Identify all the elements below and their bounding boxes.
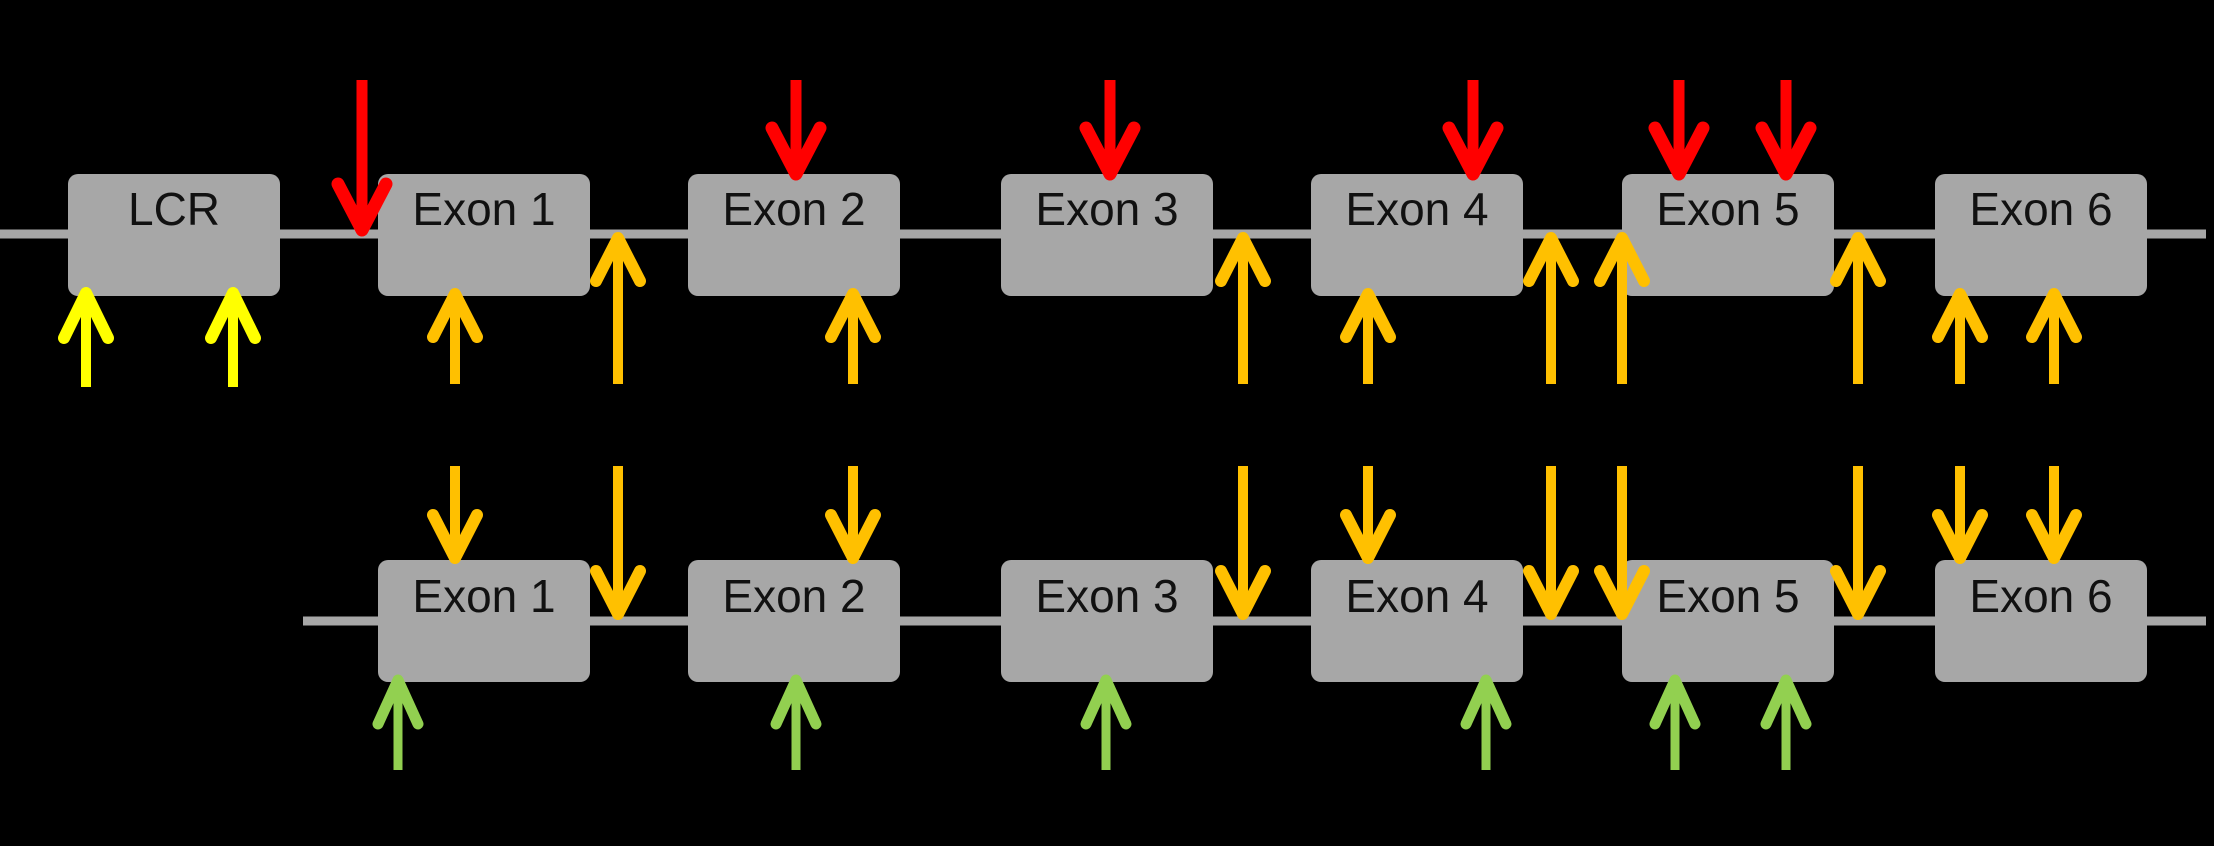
gold-down-arrow bbox=[825, 466, 881, 564]
exon-5-box-top bbox=[1622, 174, 1834, 296]
exon-2-label-top: Exon 2 bbox=[722, 183, 865, 235]
gold-up-arrow bbox=[825, 288, 881, 384]
exon-4-box-bottom bbox=[1311, 560, 1523, 682]
gold-up-arrow bbox=[1830, 232, 1886, 384]
exon-1-label-bottom: Exon 1 bbox=[412, 570, 555, 622]
gold-up-arrow bbox=[1523, 232, 1579, 384]
yellow-up-arrow bbox=[205, 287, 261, 387]
exon-4-label-top: Exon 4 bbox=[1345, 183, 1488, 235]
green-up-arrow bbox=[1460, 674, 1512, 770]
red-down-arrow bbox=[1442, 80, 1504, 181]
red-down-arrow bbox=[331, 80, 393, 237]
exon-3-label-bottom: Exon 3 bbox=[1035, 570, 1178, 622]
gold-down-arrow bbox=[1932, 466, 1988, 564]
exon-6-box-bottom bbox=[1935, 560, 2147, 682]
red-down-arrow bbox=[1648, 80, 1710, 181]
green-up-arrow bbox=[372, 674, 424, 770]
lcr-label-top: LCR bbox=[128, 183, 220, 235]
gold-down-arrow bbox=[2026, 466, 2082, 564]
exon-6-box-top bbox=[1935, 174, 2147, 296]
gold-down-arrow bbox=[1340, 466, 1396, 564]
green-up-arrow bbox=[1080, 674, 1132, 770]
green-up-arrow bbox=[1760, 674, 1812, 770]
exon-1-box-bottom bbox=[378, 560, 590, 682]
red-down-arrow bbox=[1755, 80, 1817, 181]
exon-5-box-bottom bbox=[1622, 560, 1834, 682]
gold-up-arrow bbox=[590, 232, 646, 384]
exon-1-box-top bbox=[378, 174, 590, 296]
gold-up-arrow bbox=[2026, 288, 2082, 384]
exon-2-label-bottom: Exon 2 bbox=[722, 570, 865, 622]
exon-4-box-top bbox=[1311, 174, 1523, 296]
gold-down-arrow bbox=[1830, 466, 1886, 620]
gold-down-arrow bbox=[1215, 466, 1271, 620]
exon-2-box-top bbox=[688, 174, 900, 296]
exon-3-label-top: Exon 3 bbox=[1035, 183, 1178, 235]
exon-5-label-top: Exon 5 bbox=[1656, 183, 1799, 235]
exon-6-label-top: Exon 6 bbox=[1969, 183, 2112, 235]
top-gene-row: LCR Exon 1 Exon 2 Exon 3 Exon 4 Exon 5 Exon 6 bbox=[0, 174, 2206, 296]
exon-6-label-bottom: Exon 6 bbox=[1969, 570, 2112, 622]
bottom-gene-row: Exon 1 Exon 2 Exon 3 Exon 4 Exon 5 Exon 6 bbox=[303, 560, 2206, 682]
gold-down-arrow bbox=[427, 466, 483, 564]
exon-3-box-bottom bbox=[1001, 560, 1213, 682]
exon-5-label-bottom: Exon 5 bbox=[1656, 570, 1799, 622]
yellow-up-arrow bbox=[58, 287, 114, 387]
exon-3-box-top bbox=[1001, 174, 1213, 296]
gold-up-arrow bbox=[1932, 288, 1988, 384]
red-down-arrow bbox=[1079, 80, 1141, 181]
gold-down-arrow bbox=[1523, 466, 1579, 620]
gold-down-arrow bbox=[1594, 466, 1650, 620]
gold-down-arrow bbox=[590, 466, 646, 620]
gold-up-arrow bbox=[427, 288, 483, 384]
exon-4-label-bottom: Exon 4 bbox=[1345, 570, 1488, 622]
lcr-box-top bbox=[68, 174, 280, 296]
green-up-arrow bbox=[770, 674, 822, 770]
red-down-arrow bbox=[765, 80, 827, 181]
gold-up-arrow bbox=[1340, 288, 1396, 384]
exon-2-box-bottom bbox=[688, 560, 900, 682]
gold-up-arrow bbox=[1215, 232, 1271, 384]
green-up-arrow bbox=[1649, 674, 1701, 770]
gold-up-arrow bbox=[1594, 232, 1650, 384]
exon-1-label-top: Exon 1 bbox=[412, 183, 555, 235]
